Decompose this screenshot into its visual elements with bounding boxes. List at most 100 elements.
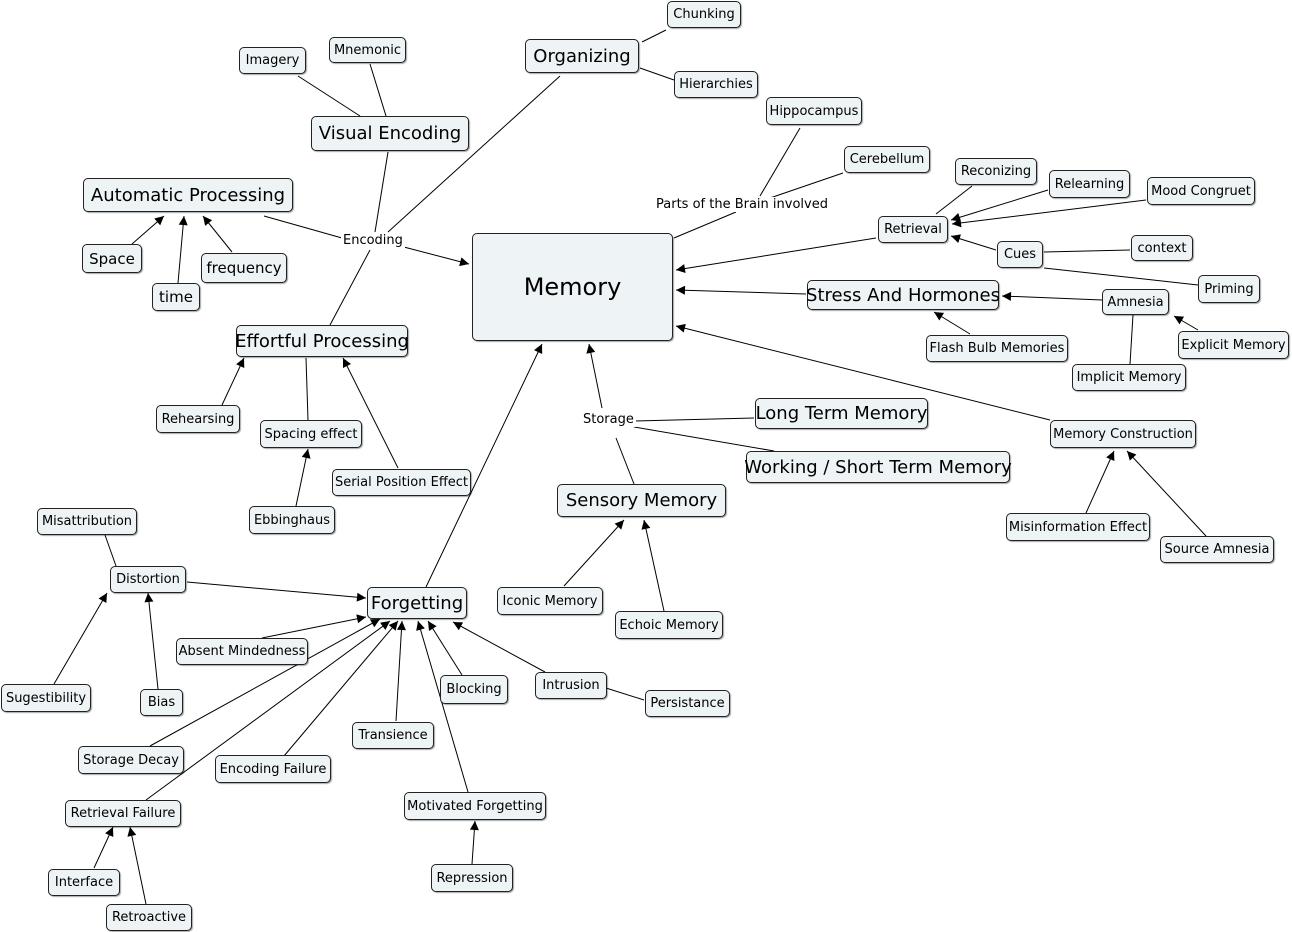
- node-retrieval-failure[interactable]: Retrieval Failure: [65, 800, 181, 827]
- link-storagedecay-forgetting: [149, 618, 381, 747]
- link-echoic-sensory: [641, 519, 665, 612]
- node-cerebellum[interactable]: Cerebellum: [844, 146, 930, 173]
- node-visual-encoding[interactable]: Visual Encoding: [311, 116, 469, 151]
- link-forgetting-memory: [425, 343, 543, 588]
- node-blocking[interactable]: Blocking: [440, 675, 508, 704]
- node-forgetting[interactable]: Forgetting: [367, 587, 467, 619]
- link-transience-forgetting: [395, 620, 406, 722]
- node-memory[interactable]: Memory: [472, 233, 673, 341]
- node-transience[interactable]: Transience: [352, 722, 434, 749]
- node-mood-congruet[interactable]: Mood Congruet: [1147, 177, 1255, 205]
- link-retroactive-retrievalfailure: [127, 826, 147, 905]
- link-implicit-amnesia: [1129, 314, 1134, 365]
- node-priming[interactable]: Priming: [1198, 275, 1260, 303]
- label-storage: Storage: [581, 412, 636, 427]
- link-mood-retrieval: [951, 199, 1147, 228]
- link-effortful-encoding: [329, 249, 371, 326]
- link-interface-retrievalfailure: [93, 826, 114, 869]
- link-source-construction: [1126, 450, 1207, 537]
- node-storage-decay[interactable]: Storage Decay: [78, 746, 184, 774]
- link-context-cues: [1043, 249, 1131, 253]
- node-iconic-memory[interactable]: Iconic Memory: [497, 587, 603, 615]
- node-intrusion[interactable]: Intrusion: [535, 672, 607, 699]
- link-visual-mnemonic: [369, 63, 387, 117]
- node-spacing-effect[interactable]: Spacing effect: [260, 420, 362, 448]
- link-encoding-memory: [399, 245, 470, 267]
- node-absent-mindedness[interactable]: Absent Mindedness: [176, 638, 308, 665]
- link-reconizing-retrieval: [935, 185, 973, 215]
- link-storage-working: [633, 426, 775, 452]
- node-memory-construction[interactable]: Memory Construction: [1050, 420, 1196, 448]
- link-motivated-forgetting: [416, 620, 469, 793]
- node-misattribution[interactable]: Misattribution: [37, 508, 137, 535]
- link-frequency-automatic: [202, 215, 233, 253]
- link-iconic-sensory: [563, 519, 625, 587]
- node-space[interactable]: Space: [82, 244, 142, 273]
- link-sugestibility-distortion: [53, 592, 108, 685]
- label-encoding: Encoding: [341, 233, 405, 248]
- node-hierarchies[interactable]: Hierarchies: [674, 71, 758, 98]
- link-hippocampus-parts: [759, 127, 801, 197]
- node-serial-position-effect[interactable]: Serial Position Effect: [332, 469, 471, 496]
- node-amnesia[interactable]: Amnesia: [1102, 289, 1169, 315]
- node-motivated-forgetting[interactable]: Motivated Forgetting: [404, 792, 546, 820]
- link-intrusion-persistance: [605, 687, 645, 701]
- link-explicit-amnesia: [1173, 315, 1199, 331]
- node-flash-bulb-memories[interactable]: Flash Bulb Memories: [926, 335, 1068, 362]
- link-retrievalfailure-forgetting: [145, 620, 391, 801]
- node-long-term-memory[interactable]: Long Term Memory: [755, 398, 928, 429]
- link-cerebellum-parts: [769, 172, 844, 199]
- link-retrieval-memory: [675, 237, 877, 274]
- node-implicit-memory[interactable]: Implicit Memory: [1072, 364, 1186, 391]
- node-persistance[interactable]: Persistance: [645, 690, 730, 717]
- link-organizing-hierarchies: [639, 67, 675, 81]
- node-stress-and-hormones[interactable]: Stress And Hormones: [806, 280, 1000, 310]
- node-mnemonic[interactable]: Mnemonic: [329, 37, 406, 63]
- link-automatic-encoding: [263, 215, 343, 239]
- node-retroactive[interactable]: Retroactive: [106, 904, 192, 931]
- node-distortion[interactable]: Distortion: [110, 566, 186, 593]
- node-working-short-term-memory[interactable]: Working / Short Term Memory: [744, 451, 1012, 483]
- node-effortful-processing[interactable]: Effortful Processing: [235, 325, 409, 357]
- link-bias-distortion: [144, 592, 159, 690]
- node-interface[interactable]: Interface: [48, 869, 120, 896]
- link-stress-memory: [675, 285, 807, 295]
- link-intrusion-forgetting: [452, 621, 546, 673]
- node-rehearsing[interactable]: Rehearsing: [156, 405, 240, 433]
- node-repression[interactable]: Repression: [431, 864, 513, 892]
- node-sensory-memory[interactable]: Sensory Memory: [557, 484, 726, 517]
- node-hippocampus[interactable]: Hippocampus: [766, 97, 862, 125]
- node-sugestibility[interactable]: Sugestibility: [1, 684, 91, 712]
- link-relearning-retrieval: [950, 189, 1049, 222]
- node-chunking[interactable]: Chunking: [667, 1, 741, 28]
- node-ebbinghaus[interactable]: Ebbinghaus: [249, 506, 335, 534]
- link-cues-retrieval: [950, 234, 997, 251]
- link-encodingfailure-forgetting: [283, 620, 399, 757]
- node-encoding-failure[interactable]: Encoding Failure: [215, 755, 331, 783]
- node-misinformation-effect[interactable]: Misinformation Effect: [1006, 513, 1150, 541]
- link-time-automatic: [177, 215, 188, 284]
- node-explicit-memory[interactable]: Explicit Memory: [1178, 331, 1289, 359]
- node-context[interactable]: context: [1131, 235, 1193, 261]
- node-reconizing[interactable]: Reconizing: [955, 158, 1037, 185]
- node-automatic-processing[interactable]: Automatic Processing: [83, 178, 293, 212]
- link-absent-forgetting: [261, 614, 367, 639]
- node-bias[interactable]: Bias: [140, 689, 183, 716]
- node-source-amnesia[interactable]: Source Amnesia: [1160, 536, 1274, 563]
- link-sensory-storage: [615, 437, 635, 485]
- node-echoic-memory[interactable]: Echoic Memory: [615, 611, 723, 639]
- node-organizing[interactable]: Organizing: [525, 39, 639, 73]
- link-storage-memory: [586, 343, 603, 409]
- node-relearning[interactable]: Relearning: [1049, 170, 1130, 198]
- link-flashbulb-stress: [933, 311, 971, 335]
- node-imagery[interactable]: Imagery: [239, 47, 306, 74]
- link-ebbinghaus-spacing: [295, 448, 311, 507]
- link-misattribution-distortion: [104, 534, 117, 567]
- link-visual-encoding: [374, 151, 389, 233]
- link-distortion-forgetting: [186, 581, 367, 602]
- link-misinfo-construction: [1085, 450, 1115, 514]
- node-frequency[interactable]: frequency: [201, 253, 287, 283]
- node-time[interactable]: time: [152, 283, 200, 311]
- node-cues[interactable]: Cues: [997, 241, 1043, 268]
- node-retrieval[interactable]: Retrieval: [878, 216, 948, 243]
